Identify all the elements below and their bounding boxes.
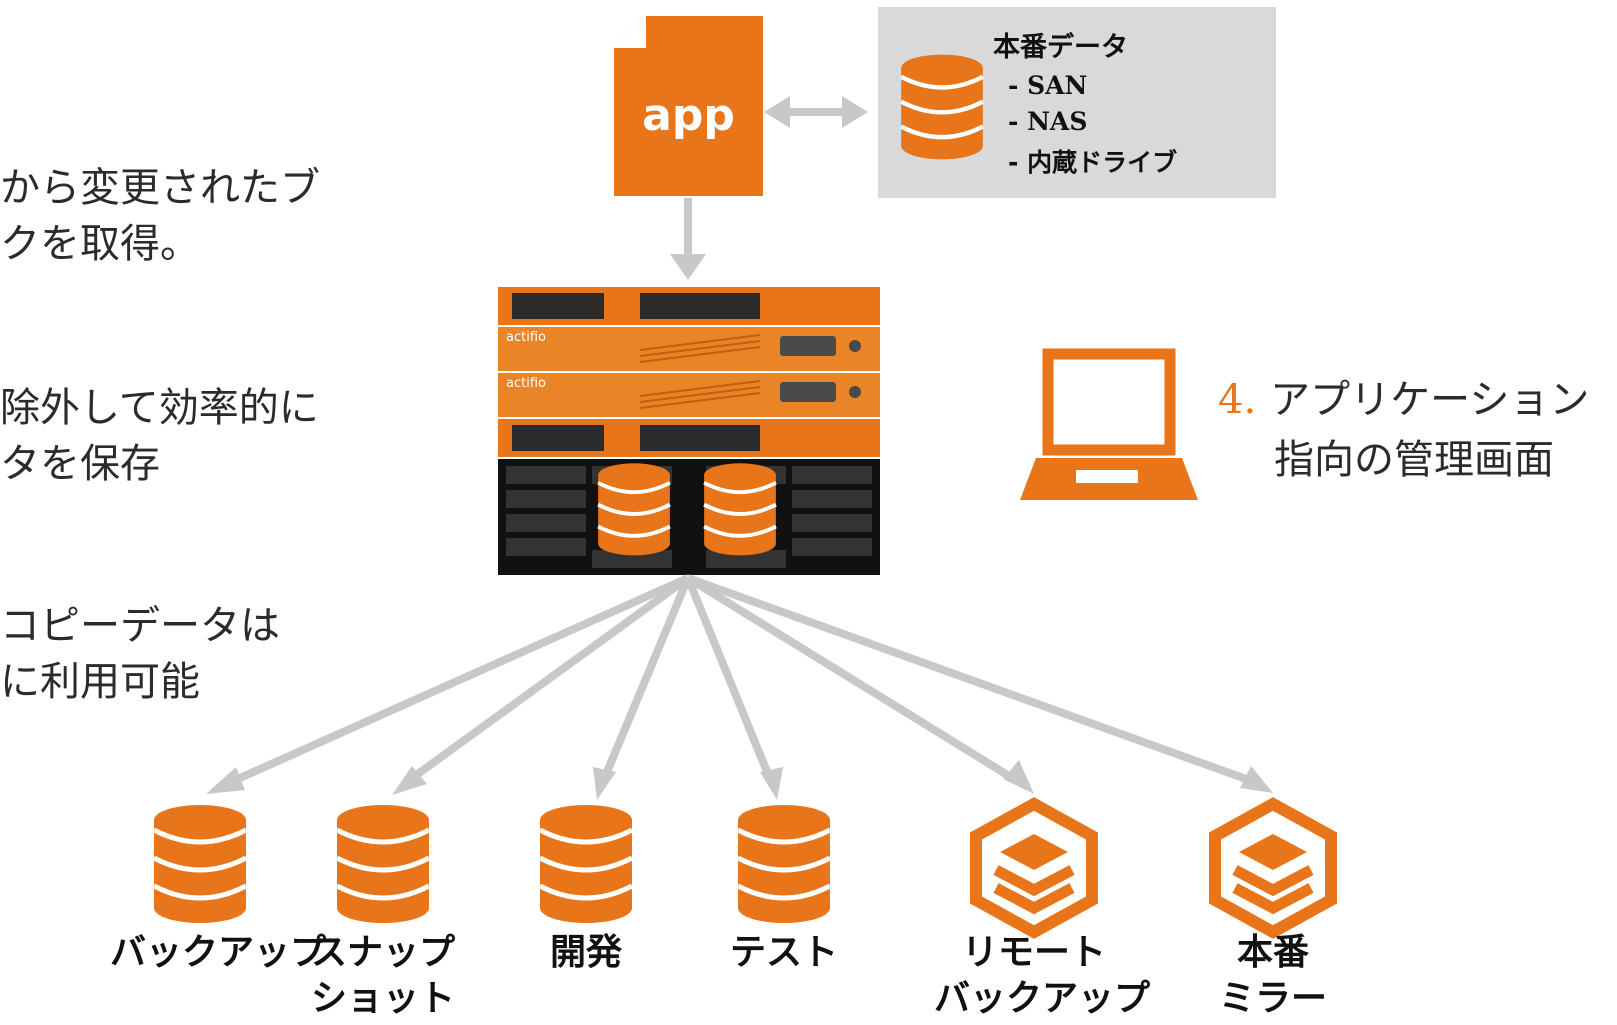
production-item-nas: - NAS	[1008, 107, 1088, 136]
app-to-storage-arrow	[764, 96, 868, 128]
label-production-mirror-line-2: ミラー	[1218, 978, 1327, 1019]
label-dev: 開発	[496, 930, 676, 976]
target-database-icon-backup	[154, 805, 246, 923]
target-database-icon-test	[738, 805, 830, 923]
app-document-icon	[614, 16, 763, 196]
production-data-title: 本番データ	[993, 32, 1128, 63]
note-2-line-2: タを保存	[0, 441, 160, 487]
management-caption: 4. アプリケーション 指向の管理画面	[1218, 370, 1589, 490]
label-backup: バックアップ	[110, 930, 327, 976]
label-test-line-1: テスト	[729, 932, 838, 973]
fanout-arrows	[220, 574, 1262, 790]
label-production-mirror-line-1: 本番	[1236, 932, 1309, 973]
app-label: app	[642, 90, 735, 141]
label-snapshot-line-2: ショット	[310, 978, 455, 1019]
actifio-appliance	[498, 287, 880, 575]
note-2-line-1: 除外して効率的に	[0, 385, 319, 431]
management-line-2: 指向の管理画面	[1274, 437, 1554, 483]
label-remote-backup-line-1: リモート	[961, 932, 1106, 973]
label-dev-line-1: 開発	[549, 932, 622, 973]
management-number: 4.	[1218, 377, 1257, 423]
note-1-line-1: から変更されたブ	[0, 165, 320, 211]
label-backup-line-1: バックアップ	[110, 932, 327, 973]
label-test: テスト	[694, 930, 874, 976]
target-stacked-box-icon-mirror	[1215, 804, 1331, 932]
appliance-database-icon-1	[596, 461, 672, 558]
note-3-line-1: コピーデータは	[0, 603, 280, 649]
production-item-internal-drive: - 内蔵ドライブ	[1008, 148, 1178, 177]
label-remote-backup-line-2: バックアップ	[934, 978, 1151, 1019]
fanout-arrowheads	[206, 760, 1273, 800]
note-1-line-2: クを取得。	[0, 221, 200, 267]
management-line-1: アプリケーション	[1270, 377, 1590, 423]
appliance-brand: actifio	[506, 330, 546, 345]
laptop-icon	[1020, 348, 1198, 500]
note-copy-data: コピーデータは に利用可能	[0, 598, 280, 710]
label-snapshot-line-1: スナップ	[310, 932, 455, 973]
production-database-icon	[896, 52, 988, 162]
label-snapshot: スナップ ショット	[293, 930, 473, 1022]
appliance-database-icon-2	[702, 461, 778, 558]
note-changed-blocks: から変更されたブ クを取得。	[0, 160, 320, 272]
app-to-appliance-arrow	[670, 198, 706, 280]
note-dedupe: 除外して効率的に タを保存	[0, 380, 319, 492]
production-data-panel: 本番データ - SAN - NAS - 内蔵ドライブ	[878, 7, 1276, 198]
target-database-icon-snapshot	[337, 805, 429, 923]
label-remote-backup: リモート バックアップ	[934, 930, 1151, 1022]
production-item-san: - SAN	[1008, 71, 1088, 100]
label-production-mirror: 本番 ミラー	[1183, 930, 1363, 1022]
target-database-icon-dev	[540, 805, 632, 923]
target-stacked-box-icon-remote	[976, 804, 1092, 932]
note-3-line-2: に利用可能	[0, 659, 200, 705]
appliance-brand-2: actifio	[506, 376, 546, 391]
